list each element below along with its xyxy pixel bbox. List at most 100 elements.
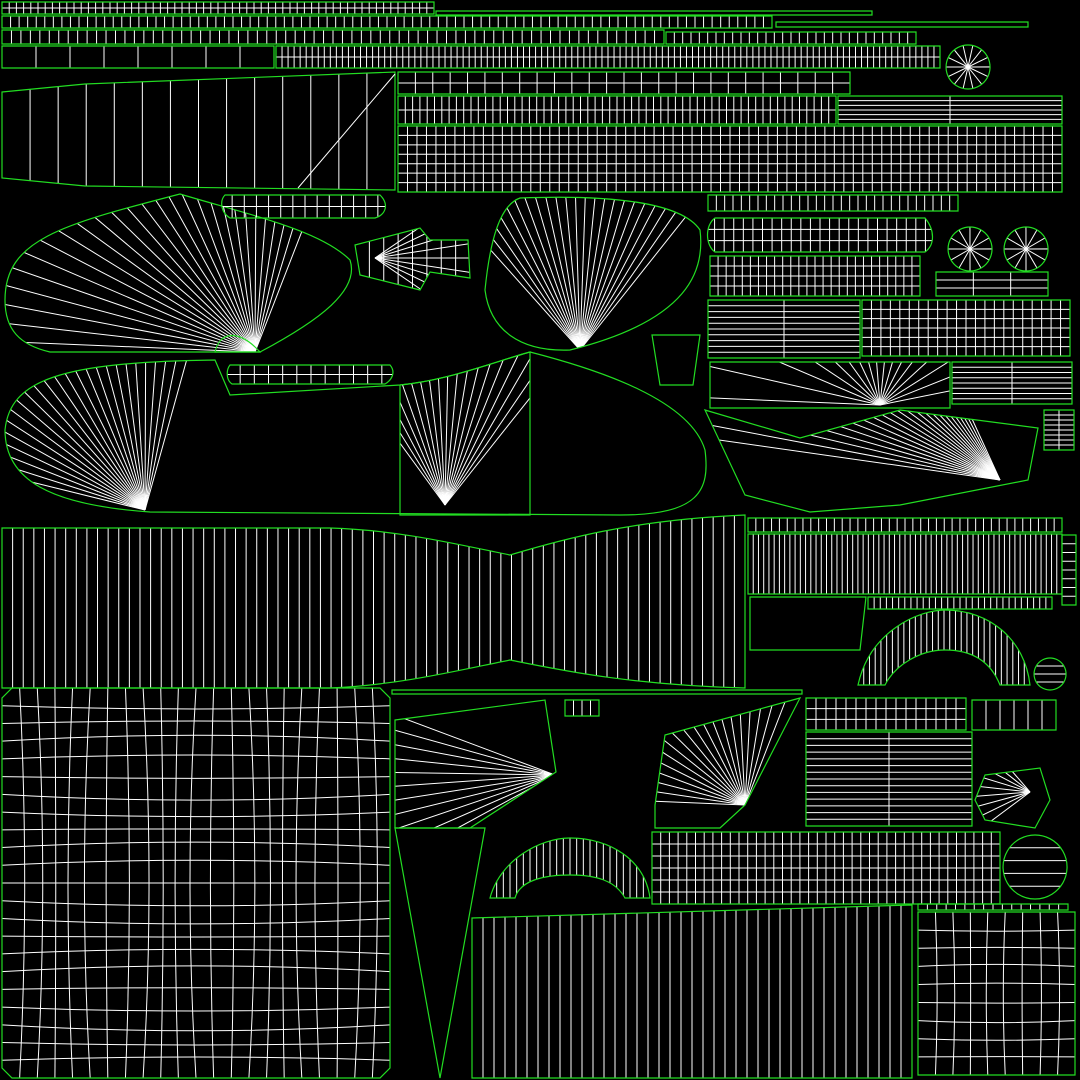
r-grid-3 [861,299,1071,357]
uv-edge [433,774,556,828]
uv-edge [444,352,483,506]
uv-edge [918,982,1075,985]
uv-edge [90,352,146,511]
uv-edge [879,362,913,406]
uv-edge [544,197,581,351]
uv-edge [1004,248,1027,263]
mid-strip [391,689,803,695]
uv-edge [868,362,881,406]
uv-edge [133,194,256,352]
uv-edge [144,352,147,511]
uv-edge [485,228,581,351]
uv-edge [2,1024,390,1032]
uv-edge [444,352,507,506]
uv-edge [565,197,581,351]
uv-edge [655,746,746,806]
r-strip-4 [1043,409,1075,451]
uv-edge [928,410,1001,481]
uv-edge [710,397,881,406]
uv-edge [151,194,256,352]
uv-edge [444,380,530,506]
uv-edge [945,410,1001,481]
uv-seam [707,299,861,359]
uv-edge [918,963,1075,967]
uv-edge [969,235,993,250]
grid-top-3 [837,95,1063,125]
hub-circle-2 [947,226,993,272]
uv-edge [963,410,1001,481]
uv-edge [655,800,746,806]
uv-edge [859,362,881,406]
uv-edge [2,987,390,990]
uv-edge [873,410,1001,481]
strip-5 [1,45,275,69]
uv-edge [969,227,984,250]
uv-seam [654,697,802,829]
uv-edge [374,243,470,259]
uv-edge [956,227,971,250]
uv-edge [444,352,521,506]
uv-edge [921,410,1001,481]
bottom-grid [917,911,1076,1076]
uv-edge [555,197,581,351]
uv-edge [2,965,390,973]
uv-seam [1,15,773,29]
uv-seam [1,514,746,689]
uv-edge [967,55,991,68]
uv-edge [144,352,157,511]
uv-edge [918,1020,1075,1024]
r-strip-6 [867,596,1053,610]
uv-seam [226,364,394,385]
uv-edge [2,841,390,849]
uv-edge [879,376,950,406]
uv-seam [935,271,1049,297]
uv-edge [975,791,1031,797]
uv-edge [2,948,390,955]
mid-right-panel [654,697,802,829]
uv-edge [950,410,1001,481]
uv-edge [579,197,596,351]
uv-edge [905,410,1001,481]
r-strip-1 [707,194,959,212]
r-grid-4 [747,517,1063,533]
uv-seam [709,255,921,297]
uv-seam [1061,534,1077,606]
uv-edge [744,698,763,806]
r-grid-5 [747,533,1063,595]
uv-edge [2,1042,390,1046]
uv-edge [975,785,1031,793]
uv-edge [2,811,390,818]
uv-edge [879,362,893,406]
strip-4 [665,31,917,45]
uv-edge [879,390,950,406]
uv-edge [485,243,581,351]
uv-edge [400,442,446,506]
uv-edge [2,1056,390,1061]
uv-edge [523,197,581,351]
uv-edge [37,352,146,511]
uv-seam [947,226,993,272]
uv-edge [967,66,991,79]
uv-edge [400,401,446,506]
bottom-strip [917,903,1069,911]
uv-edge [879,362,928,406]
uv-edge [485,211,581,351]
uv-edge [969,248,984,271]
uv-edge [395,714,556,776]
uv-edge [956,248,971,271]
uv-edge [2,935,390,938]
uv-edge [5,304,256,352]
uv-edge [969,248,993,263]
uv-edge [2,734,390,742]
uv-edge [52,352,146,511]
uv-edge [1025,227,1040,250]
uv-edge [232,194,256,352]
uv-edge [2,859,390,866]
uv-edge [738,698,746,806]
uv-edge [918,946,1075,949]
uv-edge [5,405,146,511]
uv-seam [749,596,867,651]
r-pod [706,217,934,253]
uv-edge [710,365,881,406]
